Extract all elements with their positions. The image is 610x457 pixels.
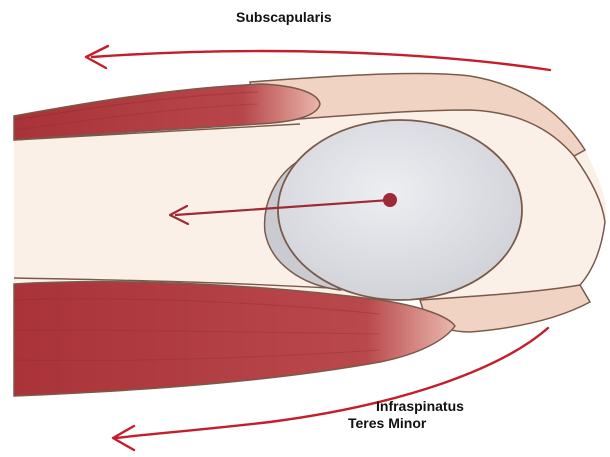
- subscapularis-arrow: [92, 51, 550, 70]
- humeral-head: [278, 120, 522, 300]
- subscapularis-label: Subscapularis: [236, 9, 332, 25]
- teres-minor-label: Teres Minor: [348, 415, 426, 431]
- center-of-rotation: [383, 193, 397, 207]
- infraspinatus-label: Infraspinatus: [376, 398, 464, 414]
